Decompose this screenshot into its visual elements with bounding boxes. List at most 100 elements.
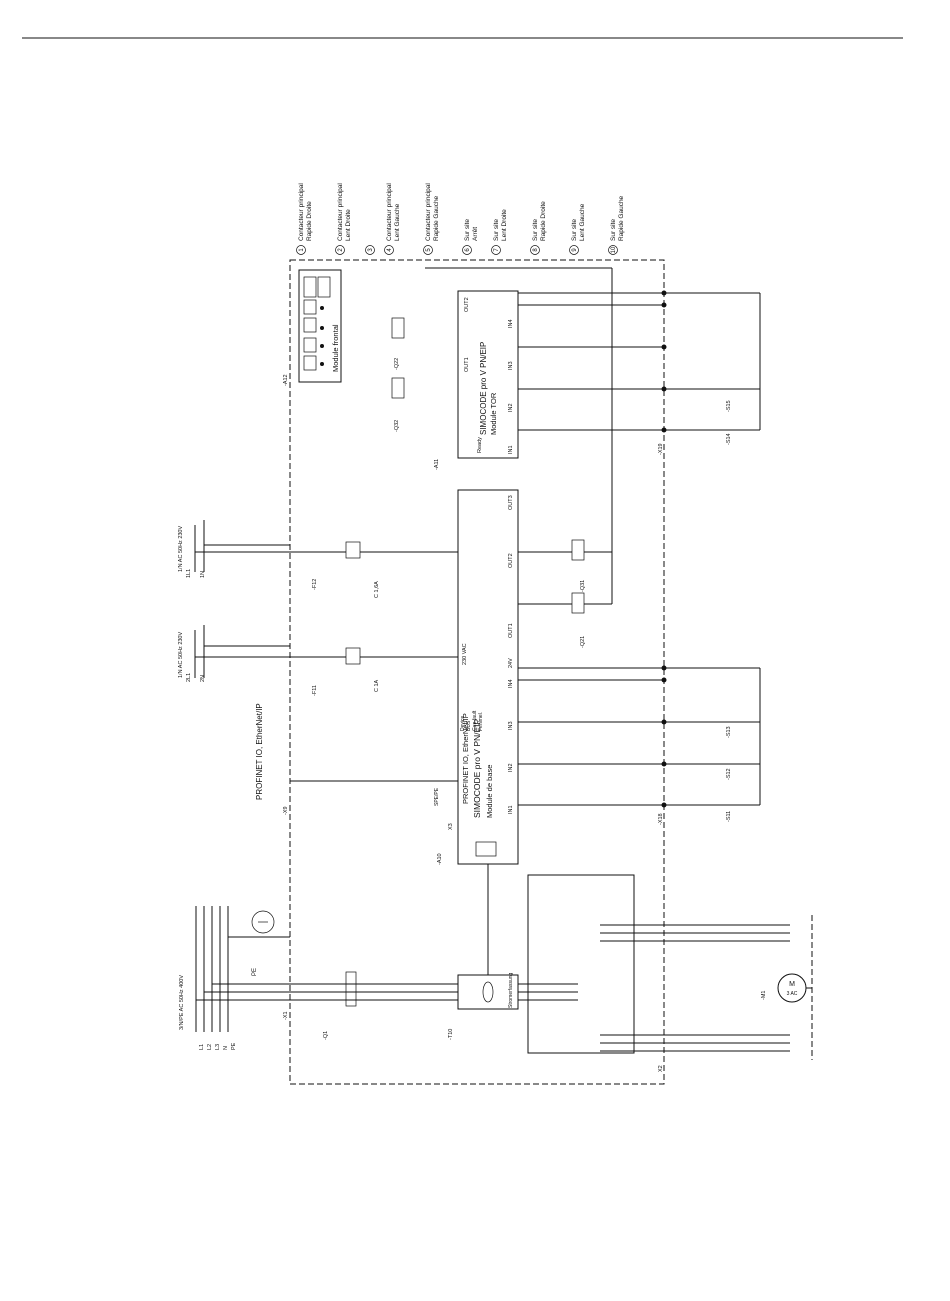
- svg-text:Contacteur principal: Contacteur principal: [337, 183, 344, 241]
- module-frontal: Module frontal -A12: [283, 269, 342, 386]
- module-base-title1: PROFINET IO, EtherNet/IP: [461, 713, 470, 804]
- svg-text:4: 4: [387, 248, 393, 252]
- svg-text:IN1: IN1: [508, 445, 514, 454]
- module-base: PROFINET IO, EtherNet/IP SIMOCODE pro V …: [434, 489, 519, 865]
- svg-text:IN3: IN3: [508, 721, 514, 730]
- svg-text:L2: L2: [207, 1044, 213, 1050]
- v24-label: 24V: [508, 658, 514, 668]
- svg-text:IN2: IN2: [508, 403, 514, 412]
- svg-text:Rapide Gauche: Rapide Gauche: [433, 195, 440, 241]
- pe-label: PE: [252, 968, 258, 976]
- svg-text:L3: L3: [215, 1044, 221, 1050]
- svg-text:IN4: IN4: [508, 679, 514, 688]
- module-base-subtitle: Module de base: [485, 765, 494, 818]
- ground-icon: [251, 910, 275, 934]
- current-module-tag: -T10: [448, 1029, 454, 1040]
- svg-text:1: 1: [299, 248, 305, 252]
- module-tor-subtitle: Module TOR: [489, 392, 498, 435]
- svg-text:IN1: IN1: [508, 805, 514, 814]
- svg-text:-Q1: -Q1: [323, 1031, 329, 1040]
- contactor-q32: -Q32: [394, 420, 400, 432]
- module-tor: SIMOCODE pro V PN/EIP Module TOR -A11 Re…: [434, 290, 519, 470]
- contactor-q22: -Q22: [394, 358, 400, 370]
- svg-text:-F11: -F11: [312, 685, 318, 696]
- legend-item-3: 3: [365, 245, 375, 255]
- svg-text:Arrêt: Arrêt: [472, 227, 479, 241]
- motor-label: M: [789, 981, 795, 988]
- pushbutton-s12: -S12: [726, 768, 732, 780]
- svg-text:Device: Device: [460, 715, 466, 731]
- contactor-coils: -Q21 -Q31 -Q32 -Q22: [391, 267, 613, 648]
- legend-item-8: 8 Sur site Rapide Droite: [530, 201, 547, 255]
- terminal-x9: -X9: [283, 806, 289, 815]
- t-coil-connector: [475, 841, 497, 857]
- svg-text:-F12: -F12: [312, 579, 318, 590]
- svg-text:1N: 1N: [200, 571, 206, 578]
- svg-text:OUT3: OUT3: [508, 495, 514, 510]
- svg-text:OUT2: OUT2: [464, 297, 470, 312]
- svg-text:Contacteur principal: Contacteur principal: [386, 183, 393, 241]
- legend-item-2: 2 Contacteur principal Lent Droite: [335, 183, 352, 255]
- svg-text:Sur site: Sur site: [493, 219, 500, 241]
- svg-text:Sur site: Sur site: [532, 219, 539, 241]
- svg-text:2: 2: [338, 248, 344, 252]
- ac230-label: 230 VAC: [462, 643, 468, 665]
- svg-text:OUT2: OUT2: [508, 553, 514, 568]
- legend-item-7: 7 Sur site Lent Droite: [491, 209, 508, 255]
- profinet-label: PROFINET IO, EtherNet/IP: [255, 703, 264, 800]
- legend-item-6: 6 Sur site Arrêt: [462, 219, 479, 255]
- svg-text:Gen.fault: Gen.fault: [472, 710, 478, 731]
- terminal-x1: -X1: [283, 1011, 289, 1020]
- pushbutton-s11: -S11: [726, 811, 732, 822]
- spe-label: SPE/PE: [434, 787, 440, 806]
- module-base-tag: -A10: [437, 853, 443, 865]
- terminal-x2: X2: [658, 1065, 664, 1072]
- module-frontal-title: Module frontal: [331, 324, 340, 372]
- legend-item-1: 1 Contacteur principal Rapide Droite: [296, 183, 313, 255]
- cabinet-outline: [289, 259, 665, 1085]
- svg-text:2N: 2N: [200, 675, 206, 682]
- svg-text:Lent Droite: Lent Droite: [345, 209, 352, 241]
- svg-text:Contacteur principal: Contacteur principal: [298, 183, 305, 241]
- terminal-x19: -X19: [658, 443, 664, 455]
- legend: 1 Contacteur principal Rapide Droite 2 C…: [296, 183, 625, 255]
- input-wiring: [518, 290, 761, 808]
- svg-text:IN3: IN3: [508, 361, 514, 370]
- legend-item-9: 9 Sur site Lent Gauche: [569, 203, 586, 255]
- svg-text:9: 9: [572, 248, 578, 252]
- terminal-x18: -X18: [658, 813, 664, 825]
- svg-text:C 1,6A: C 1,6A: [374, 581, 380, 598]
- ctrl2-supply-label: 1/N AC 50Hz 230V: [178, 632, 184, 678]
- svg-text:Lent Gauche: Lent Gauche: [394, 203, 401, 241]
- svg-text:C 1A: C 1A: [374, 679, 380, 692]
- svg-text:8: 8: [533, 248, 539, 252]
- contactor-q21: -Q21: [580, 636, 586, 648]
- contactor-q31: -Q31: [580, 580, 586, 592]
- current-module: Stromerfassung -T10: [448, 864, 519, 1040]
- module-frontal-tag: -A12: [283, 374, 289, 386]
- svg-text:3: 3: [368, 248, 374, 252]
- svg-text:Rapide Droite: Rapide Droite: [306, 201, 313, 241]
- ctrl1-supply-label: 1/N AC 50Hz 230V: [178, 526, 184, 572]
- pushbuttons: -S14 -S15 -S11 -S12 -S13: [726, 400, 732, 822]
- motor-tag: -M1: [761, 991, 767, 1000]
- legend-item-5: 5 Contacteur principal Rapide Gauche: [423, 183, 440, 255]
- svg-text:N: N: [223, 1046, 229, 1050]
- x3-label: X3: [448, 823, 454, 830]
- module-base-title2: SIMOCODE pro V PN/EIP: [472, 718, 482, 818]
- svg-text:Sur site: Sur site: [464, 219, 471, 241]
- svg-text:PE: PE: [231, 1042, 237, 1050]
- supply-rails: 3/N/PE AC 50Hz 400V L1 L2 L3 N PE PE 1/N…: [178, 520, 458, 1050]
- svg-text:10: 10: [611, 246, 617, 253]
- svg-text:OUT1: OUT1: [464, 357, 470, 372]
- svg-text:BUS: BUS: [466, 720, 472, 731]
- svg-text:Rapide Droite: Rapide Droite: [540, 201, 547, 241]
- pushbutton-s13: -S13: [726, 726, 732, 738]
- svg-text:Sur site: Sur site: [610, 219, 617, 241]
- svg-text:5: 5: [426, 248, 432, 252]
- current-module-title: Stromerfassung: [508, 972, 514, 1008]
- svg-text:IN2: IN2: [508, 763, 514, 772]
- legend-item-4: 4 Contacteur principal Lent Gauche: [384, 183, 401, 255]
- ready-label: Ready: [477, 437, 483, 453]
